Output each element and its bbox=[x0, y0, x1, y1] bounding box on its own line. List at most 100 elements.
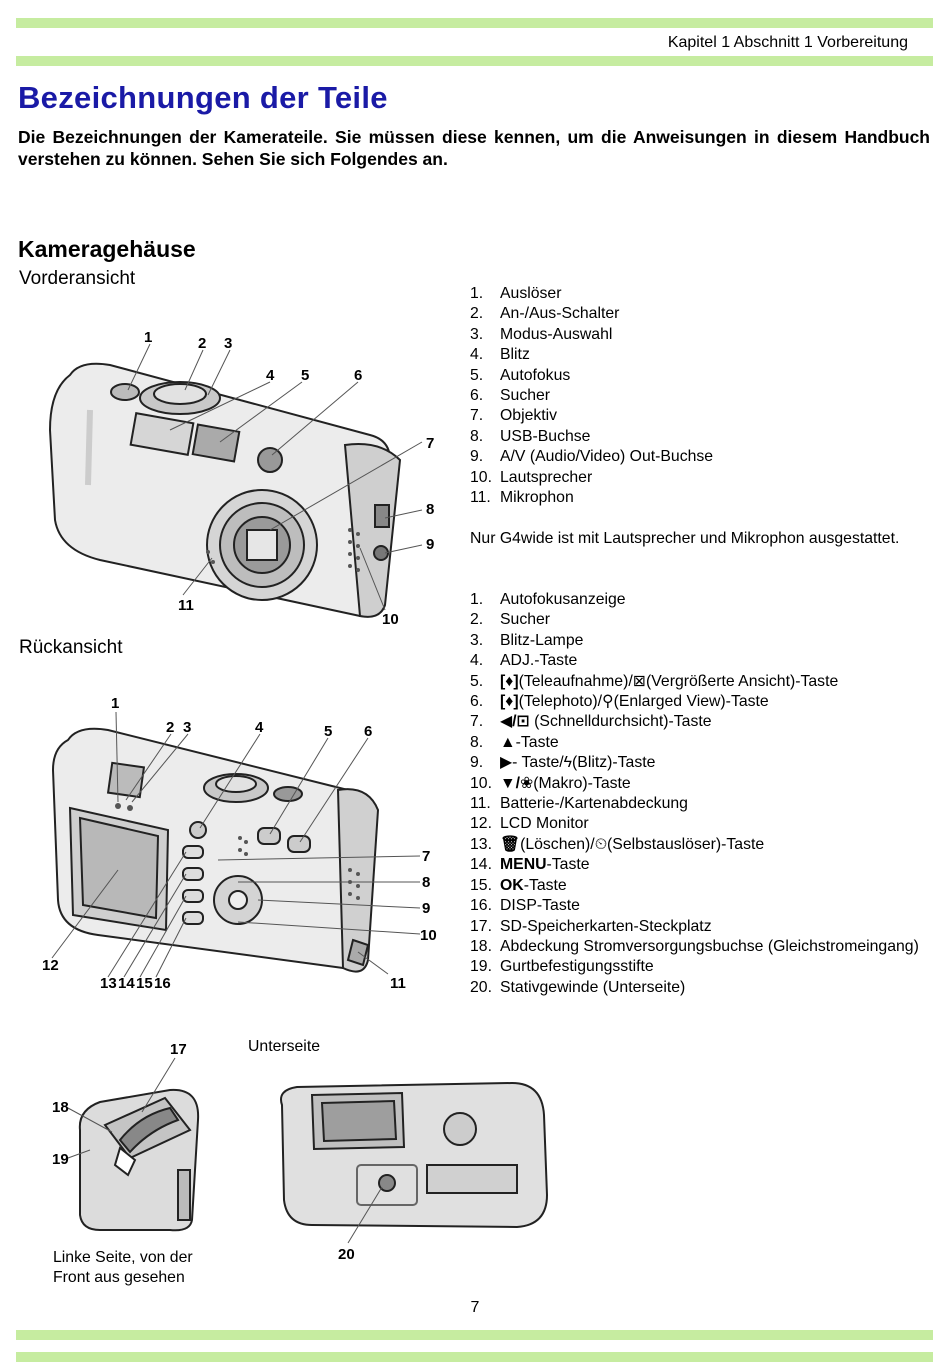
callout-front-8: 8 bbox=[426, 501, 434, 518]
bottom-view-heading: Unterseite bbox=[248, 1038, 320, 1055]
chapter-header: Kapitel 1 Abschnitt 1 Vorbereitung bbox=[667, 34, 908, 51]
item-text: -Taste bbox=[523, 876, 567, 894]
item-number: 20. bbox=[470, 978, 492, 996]
back-part-item: 17.SD-Speicherkarten-Steckplatz bbox=[470, 917, 919, 937]
item-number: 12. bbox=[470, 815, 492, 833]
item-number: 11. bbox=[470, 795, 491, 813]
item-number: 9. bbox=[470, 754, 484, 772]
item-text: Abdeckung Stromversorgungsbuchse (Gleich… bbox=[500, 937, 919, 955]
item-number: 7. bbox=[470, 713, 484, 731]
button-symbol-icon: ▼/❀ bbox=[500, 774, 534, 792]
button-symbol-icon: OK bbox=[500, 876, 524, 894]
item-label: An-/Aus-Schalter bbox=[500, 305, 620, 323]
item-number: 2. bbox=[470, 305, 484, 323]
callout-back-2: 2 bbox=[166, 719, 174, 736]
front-part-item: 1.Auslöser bbox=[470, 284, 713, 304]
back-part-item: 7.◀/⊡ (Schnelldurchsicht)-Taste bbox=[470, 712, 919, 732]
callout-side-18: 18 bbox=[52, 1099, 69, 1116]
item-label: LCD Monitor bbox=[500, 814, 589, 834]
back-part-item: 1.Autofokusanzeige bbox=[470, 590, 919, 610]
page-number: 7 bbox=[470, 1299, 480, 1316]
item-text: Gurtbefestigungsstifte bbox=[500, 958, 654, 976]
front-part-item: 4.Blitz bbox=[470, 345, 713, 365]
item-label: ADJ.-Taste bbox=[500, 651, 577, 671]
button-symbol-icon: 🗑 bbox=[500, 835, 521, 853]
item-text: -Taste bbox=[515, 733, 559, 751]
item-text: (Schnelldurchsicht)-Taste bbox=[529, 713, 712, 731]
button-symbol-icon: [♦] bbox=[500, 693, 519, 711]
back-part-item: 13.🗑(Löschen)/⏲(Selbstauslöser)-Taste bbox=[470, 835, 919, 855]
item-number: 4. bbox=[470, 346, 484, 364]
item-number: 10. bbox=[470, 468, 492, 486]
item-text: Batterie-/Kartenabdeckung bbox=[500, 795, 688, 813]
item-text: SD-Speicherkarten-Steckplatz bbox=[500, 917, 712, 935]
item-number: 3. bbox=[470, 325, 484, 343]
callout-back-11: 11 bbox=[390, 975, 406, 992]
item-label: Mikrophon bbox=[500, 489, 574, 507]
back-view-heading: Rückansicht bbox=[19, 637, 123, 658]
item-number: 4. bbox=[470, 652, 484, 670]
item-number: 3. bbox=[470, 631, 484, 649]
item-label: Autofokus bbox=[500, 366, 571, 384]
front-part-item: 11.Mikrophon bbox=[470, 488, 713, 508]
item-label: Sucher bbox=[500, 387, 551, 405]
back-part-item: 5.[♦](Teleaufnahme)/⊠(Vergrößerte Ansich… bbox=[470, 672, 919, 692]
item-number: 10. bbox=[470, 774, 492, 792]
callout-side-17: 17 bbox=[170, 1041, 187, 1058]
item-text: - Taste/ϟ(Blitz)-Taste bbox=[512, 754, 656, 772]
page-title: Bezeichnungen der Teile bbox=[18, 80, 388, 115]
camera-bottom-illustration: 20 bbox=[280, 1081, 549, 1263]
camera-side-illustration: 17 18 19 bbox=[52, 1041, 200, 1232]
item-label: [♦](Teleaufnahme)/⊠(Vergrößerte Ansicht)… bbox=[500, 672, 838, 692]
callout-back-7: 7 bbox=[422, 848, 430, 865]
item-text: (Löschen)/⏲(Selbstauslöser)-Taste bbox=[520, 835, 765, 853]
back-part-item: 15. OK-Taste bbox=[470, 876, 919, 896]
item-label: Lautsprecher bbox=[500, 468, 593, 486]
camera-front-illustration: 1 2 3 4 5 6 7 8 9 10 11 bbox=[48, 329, 434, 628]
item-number: 18. bbox=[470, 937, 492, 955]
item-label: Modus-Auswahl bbox=[500, 325, 613, 343]
item-label: Gurtbefestigungsstifte bbox=[500, 957, 654, 977]
item-text: ADJ.-Taste bbox=[500, 652, 578, 670]
front-part-item: 7.Objektiv bbox=[470, 406, 713, 426]
callout-back-14: 14 bbox=[118, 975, 135, 992]
item-label: ▼/❀(Makro)-Taste bbox=[500, 774, 631, 794]
item-number: 6. bbox=[470, 387, 484, 405]
item-text: (Telephoto)/⚲(Enlarged View)-Taste bbox=[518, 693, 769, 711]
header-stripe bbox=[16, 56, 933, 66]
item-number: 15. bbox=[470, 876, 492, 894]
back-part-item: 16.DISP-Taste bbox=[470, 896, 919, 916]
front-part-item: 6. Sucher bbox=[470, 386, 713, 406]
item-label: DISP-Taste bbox=[500, 896, 580, 916]
item-label: Abdeckung Stromversorgungsbuchse (Gleich… bbox=[500, 937, 919, 957]
callout-back-16: 16 bbox=[154, 975, 171, 992]
back-part-item: 11. Batterie-/Kartenabdeckung bbox=[470, 794, 919, 814]
item-label: Blitz-Lampe bbox=[500, 631, 583, 651]
callout-side-19: 19 bbox=[52, 1151, 69, 1168]
item-text: (Makro)-Taste bbox=[533, 774, 631, 792]
back-part-item: 4. ADJ.-Taste bbox=[470, 651, 919, 671]
footer-stripe bbox=[16, 1330, 933, 1340]
front-part-item: 5. Autofokus bbox=[470, 366, 713, 386]
item-number: 5. bbox=[470, 366, 484, 384]
item-number: 8. bbox=[470, 733, 484, 751]
item-label: Autofokusanzeige bbox=[500, 590, 626, 610]
front-view-heading: Vorderansicht bbox=[19, 268, 136, 289]
item-label: MENU-Taste bbox=[500, 855, 590, 875]
front-part-item: 10. Lautsprecher bbox=[470, 468, 713, 488]
callout-back-4: 4 bbox=[255, 719, 264, 736]
front-part-item: 8.USB-Buchse bbox=[470, 427, 713, 447]
back-part-item: 20. Stativgewinde (Unterseite) bbox=[470, 978, 919, 998]
callout-front-7: 7 bbox=[426, 435, 434, 452]
front-part-item: 3. Modus-Auswahl bbox=[470, 325, 713, 345]
intro-text: Die Bezeichnungen der Kamerateile. Sie m… bbox=[18, 127, 930, 169]
back-part-item: 9. ▶- Taste/ϟ(Blitz)-Taste bbox=[470, 753, 919, 773]
item-text: Stativgewinde (Unterseite) bbox=[500, 978, 686, 996]
callout-back-8: 8 bbox=[422, 874, 430, 891]
callout-back-3: 3 bbox=[183, 719, 191, 736]
item-label: 🗑(Löschen)/⏲(Selbstauslöser)-Taste bbox=[500, 835, 764, 855]
item-text: LCD Monitor bbox=[500, 815, 589, 833]
item-number: 7. bbox=[470, 407, 484, 425]
button-symbol-icon: ▶ bbox=[500, 754, 513, 772]
